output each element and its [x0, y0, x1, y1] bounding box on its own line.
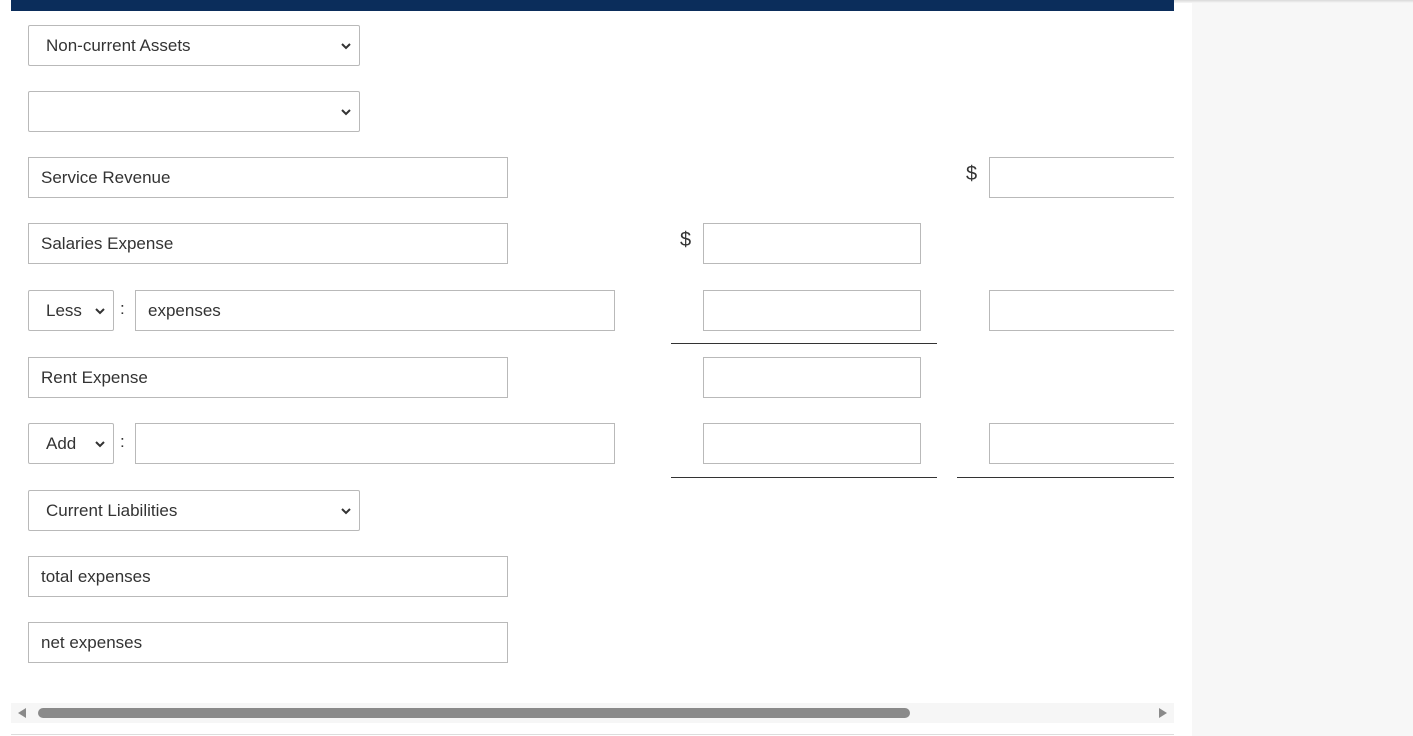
- category-select-3[interactable]: Current Liabilities: [28, 490, 360, 531]
- account-field-salaries-expense[interactable]: Salaries Expense: [28, 223, 508, 264]
- currency-symbol: $: [680, 229, 692, 251]
- category-select-3-value: Current Liabilities: [46, 501, 178, 520]
- less-add-select-2-value: Add: [46, 434, 77, 453]
- header-shadow: [1174, 0, 1413, 3]
- category-select-1-value: Non-current Assets: [46, 36, 191, 55]
- chevron-down-icon: [341, 109, 351, 116]
- account-field-service-revenue[interactable]: Service Revenue: [28, 157, 508, 198]
- right-gutter: [1192, 0, 1413, 736]
- line-label-field-1-value: expenses: [148, 301, 221, 320]
- account-field-value: Rent Expense: [41, 368, 148, 387]
- colon-separator: :: [120, 299, 125, 318]
- amount-input-col2-row3[interactable]: [989, 157, 1174, 198]
- bottom-divider: [11, 734, 1174, 735]
- chevron-down-icon: [95, 308, 105, 315]
- line-label-field-2[interactable]: [135, 423, 615, 464]
- line-label-field-1[interactable]: expenses: [135, 290, 615, 331]
- currency-symbol: $: [966, 163, 978, 185]
- scrollbar-thumb[interactable]: [38, 708, 910, 718]
- subtotal-rule-col1-row5: [671, 343, 937, 344]
- account-field-rent-expense[interactable]: Rent Expense: [28, 357, 508, 398]
- less-add-select-2[interactable]: Add: [28, 423, 114, 464]
- less-add-select-1[interactable]: Less: [28, 290, 114, 331]
- scroll-left-arrow-icon[interactable]: [18, 708, 26, 718]
- scroll-right-arrow-icon[interactable]: [1159, 708, 1167, 718]
- amount-input-col1-row6[interactable]: [703, 357, 921, 398]
- chevron-down-icon: [341, 43, 351, 50]
- account-field-value: Salaries Expense: [41, 234, 174, 253]
- net-label-value: net expenses: [41, 633, 143, 652]
- amount-input-col2-row7[interactable]: [989, 423, 1174, 464]
- total-label-field[interactable]: total expenses: [28, 556, 508, 597]
- category-select-2[interactable]: [28, 91, 360, 132]
- account-field-value: Service Revenue: [41, 168, 171, 187]
- header-bar: [11, 0, 1174, 11]
- colon-separator: :: [120, 432, 125, 451]
- less-add-select-1-value: Less: [46, 301, 82, 320]
- category-select-1[interactable]: Non-current Assets: [28, 25, 360, 66]
- worksheet-viewport: Non-current Assets Service Revenue $ Sal…: [11, 0, 1174, 663]
- chevron-down-icon: [95, 441, 105, 448]
- net-label-field[interactable]: net expenses: [28, 622, 508, 663]
- subtotal-rule-col2-row7: [957, 477, 1174, 478]
- amount-input-col1-row4[interactable]: [703, 223, 921, 264]
- subtotal-rule-col1-row7: [671, 477, 937, 478]
- chevron-down-icon: [341, 508, 351, 515]
- amount-input-col1-row7[interactable]: [703, 423, 921, 464]
- amount-input-col2-row5[interactable]: [989, 290, 1174, 331]
- amount-input-col1-row5[interactable]: [703, 290, 921, 331]
- horizontal-scrollbar[interactable]: [11, 703, 1174, 723]
- total-label-value: total expenses: [41, 567, 151, 586]
